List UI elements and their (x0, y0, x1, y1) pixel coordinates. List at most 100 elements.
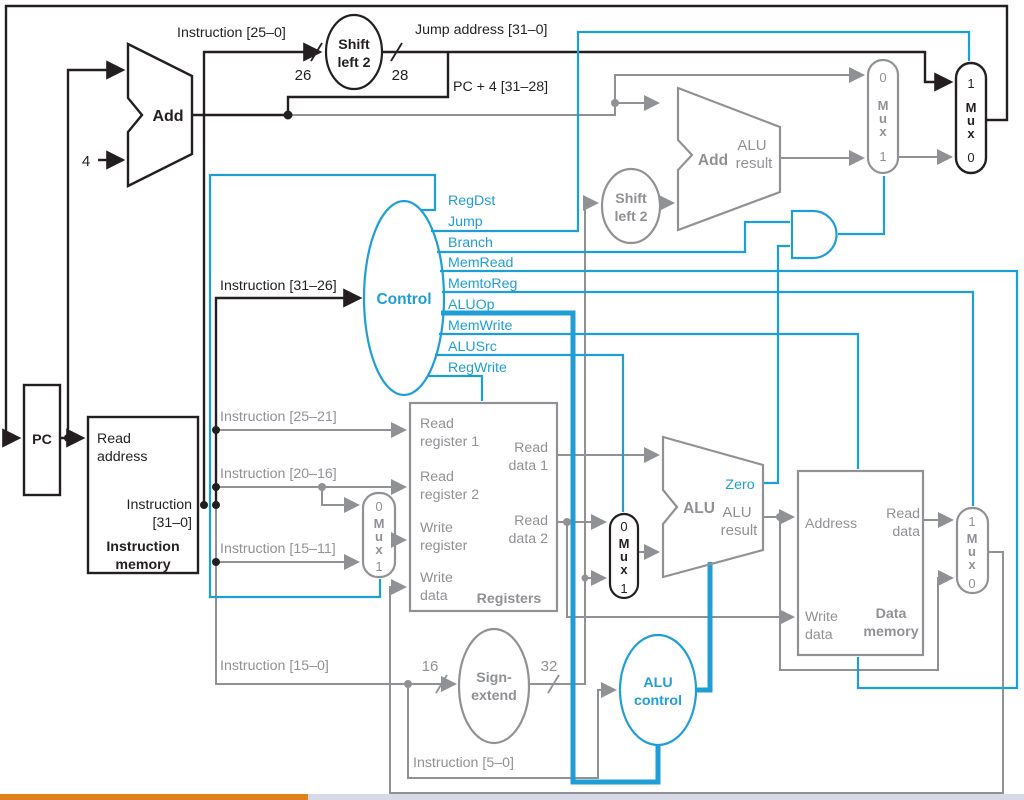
shift-top-l1: Shift (338, 37, 370, 53)
junction-dots (64, 99, 784, 688)
regdst-mux-x: x (375, 542, 383, 557)
label-memread: MemRead (448, 255, 513, 271)
slash-16 (435, 674, 448, 694)
label-branch: Branch (448, 235, 493, 251)
label-jump: Jump (448, 214, 483, 230)
alusrc-mux-1: 1 (620, 581, 627, 596)
dot-rd2-split (563, 518, 571, 526)
reg-rr2-l1: Read (420, 469, 454, 485)
dot-f2521 (212, 426, 220, 434)
alu-control-l1: ALU (643, 675, 672, 691)
imem-name2: memory (115, 557, 170, 573)
aluop-wire (441, 310, 661, 785)
dot-signext-split (581, 574, 589, 582)
label-28: 28 (392, 67, 409, 84)
branch-mux-u: u (879, 111, 887, 126)
memtoreg-mux-1: 1 (968, 514, 975, 529)
bits-16: 16 (422, 658, 439, 675)
regdst-mux-shape (361, 491, 397, 579)
shift-left-2-top-block: Shift left 2 (324, 13, 384, 91)
label-instr-20-16: Instruction [20–16] (220, 466, 337, 482)
regdst-mux-u: u (375, 529, 383, 544)
shift-left-2-top-oval (324, 13, 384, 91)
label-instr-5-0: Instruction [5–0] (413, 755, 514, 771)
shift-mid-l1: Shift (615, 191, 647, 207)
alusrc-wire (435, 353, 625, 512)
registers-name: Registers (477, 591, 542, 607)
reg-rr1-l2: register 1 (420, 434, 479, 450)
alu-shape (661, 435, 765, 579)
regdst-mux-0: 0 (375, 499, 382, 514)
shift-mid-l2: left 2 (614, 209, 647, 225)
jump-mux-shape (954, 61, 988, 175)
alu-block: ALU Zero ALU result (661, 435, 765, 579)
const4-label: 4 (82, 153, 90, 170)
dmem-read-l2: data (892, 524, 920, 540)
sign-extend-l1: Sign- (476, 670, 512, 686)
alusrc-mux-m: M (619, 536, 630, 551)
sign-extend-l2: extend (471, 688, 517, 704)
dot-2016-split (318, 483, 326, 491)
reg-wr-l2: register (420, 538, 468, 554)
alu-control-block: ALU control (618, 633, 698, 747)
dot-150-split (404, 680, 412, 688)
labels: Instruction [25–0] Jump address [31–0] 2… (177, 22, 548, 771)
reg-rd2-l2: data 2 (509, 531, 549, 547)
regdst-mux-m: M (374, 516, 385, 531)
jump-mux-m: M (966, 100, 977, 115)
jump-wire (431, 30, 971, 233)
dot-pc-out (64, 434, 72, 442)
and-gate (790, 209, 838, 260)
dmem-name-l2: memory (863, 624, 918, 640)
regwrite-wire (427, 374, 484, 401)
bits-32: 32 (541, 658, 558, 675)
control-block: Control (362, 199, 446, 397)
dot-bus-b (212, 501, 220, 509)
label-memtoreg: MemtoReg (448, 276, 517, 292)
imem-out-label2: [31–0] (153, 515, 192, 531)
sign-extend-block: Sign- extend 16 32 (422, 627, 558, 745)
dot-pc4-split (611, 99, 619, 107)
instruction-memory-box (86, 415, 200, 575)
pc-to-add-wire (66, 60, 126, 438)
registers-block: Read register 1 Read register 2 Write re… (408, 401, 559, 613)
memtoreg-mux-shape (955, 506, 990, 595)
label-26: 26 (295, 67, 312, 84)
slash-28 (390, 42, 403, 62)
label-jump-address: Jump address [31–0] (415, 22, 548, 38)
slash-26 (310, 42, 323, 62)
dmem-address: Address (805, 516, 857, 532)
pc-adder-shape (126, 42, 194, 188)
alu-result-to-mux (779, 517, 954, 671)
pc-adder-block: Add 4 (82, 42, 194, 188)
instr-50-wire (407, 682, 617, 779)
memtoreg-mux-x: x (968, 557, 976, 572)
signext-to-shift2 (583, 195, 599, 578)
alu-control-oval (618, 633, 698, 747)
signext-out-wire (528, 570, 607, 685)
dmem-read-l1: Read (886, 506, 920, 522)
regdst-wire (208, 173, 437, 599)
control-signal-labels: RegDst Jump Branch MemRead MemtoReg ALUO… (448, 193, 517, 376)
memread-wire (440, 269, 1019, 690)
gray-wires (215, 67, 1004, 794)
label-instr-25-21: Instruction [25–21] (220, 409, 337, 425)
regdst-mux: 0 M u x 1 (361, 491, 397, 579)
alusrc-mux-shape (608, 512, 640, 600)
alu-res2: result (721, 522, 759, 539)
shift-left-2-mid-oval (600, 167, 662, 245)
jump-mux-u: u (967, 113, 975, 128)
label-regdst: RegDst (448, 193, 495, 209)
branch-mux-1: 1 (879, 149, 886, 164)
label-alusrc: ALUSrc (448, 339, 497, 355)
slash-32 (547, 674, 560, 694)
branch-wire (437, 220, 790, 254)
zero-wire (763, 244, 790, 485)
alusrc-mux: 0 M u x 1 (608, 512, 640, 600)
label-memwrite: MemWrite (448, 318, 512, 334)
reg-rr2-l2: register 2 (420, 487, 479, 503)
shift-top-l2: left 2 (337, 55, 370, 71)
branch-mux-0: 0 (879, 70, 886, 85)
bottom-progress-fill (0, 794, 308, 800)
